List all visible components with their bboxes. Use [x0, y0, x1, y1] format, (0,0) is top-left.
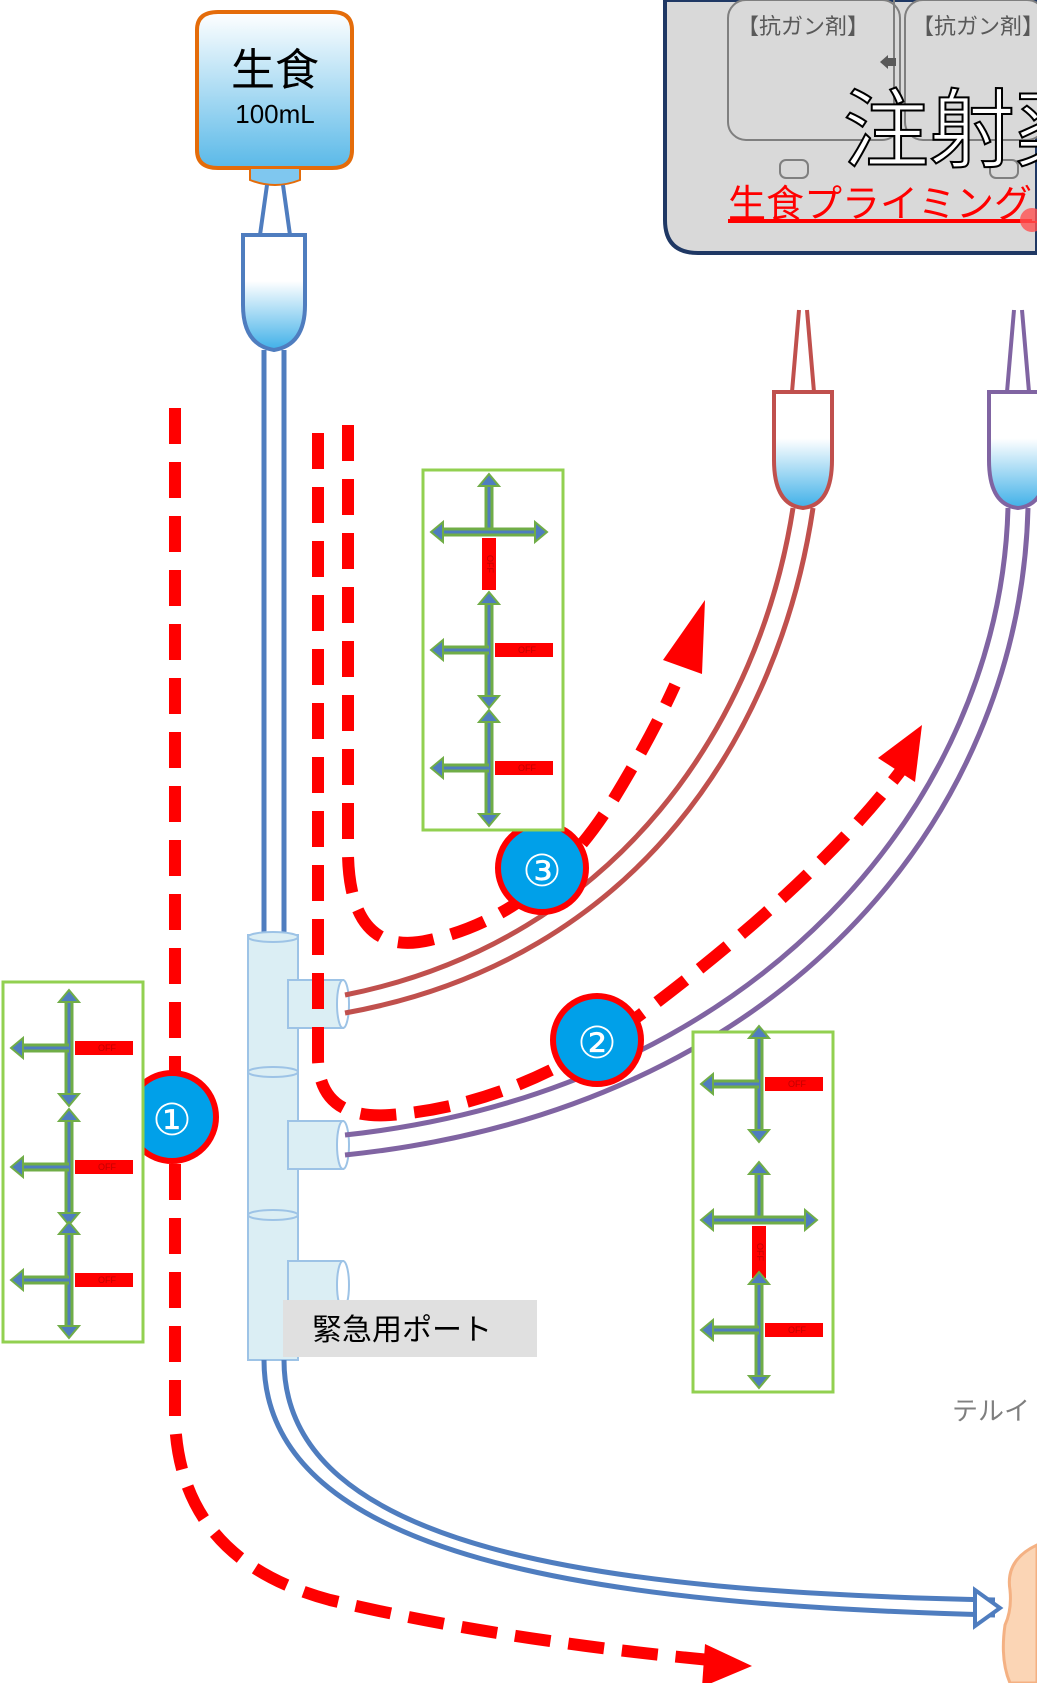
flow-arrow-1: [169, 408, 711, 1666]
emergency-port-label: 緊急用ポート: [312, 1313, 492, 1348]
off-label: OFF: [788, 1079, 806, 1089]
saline-drip-chamber: [241, 184, 307, 353]
step-number-1: ①: [152, 1096, 191, 1145]
outlet-arrowhead: [973, 1586, 1004, 1630]
stopcock-valve: OFF: [9, 1220, 133, 1340]
patient-figure: [1001, 1543, 1037, 1683]
off-handle: [495, 643, 553, 657]
flow-arrow-3: [341, 425, 681, 949]
bag-volume: 100mL: [235, 99, 315, 129]
off-handle: [75, 1160, 133, 1174]
panel-bag-right: [904, 0, 1037, 141]
flow-arrowhead-1: [702, 1644, 752, 1683]
stopcock-valve: OFF: [9, 988, 133, 1108]
off-handle: [482, 538, 496, 590]
flow-arrowhead-3: [663, 600, 705, 674]
stopcock-valve: OFF: [429, 472, 549, 590]
off-label: OFF: [98, 1162, 116, 1172]
off-handle: [495, 761, 553, 775]
stopcock-box-3: OFF OFF OFF: [691, 1024, 835, 1394]
stopcock-valve: OFF: [9, 1107, 133, 1227]
off-handle: [765, 1323, 823, 1337]
off-label: OFF: [98, 1275, 116, 1285]
flow-arrowhead-2: [878, 725, 922, 782]
off-label: OFF: [518, 645, 536, 655]
drug-line-1: [344, 309, 834, 1016]
bag-label: 生食: [231, 45, 319, 96]
off-label: OFF: [485, 555, 495, 573]
emergency-port-label-box: 緊急用ポート: [283, 1300, 537, 1357]
manifold: [247, 931, 350, 1361]
stopcock-boxes: OFF OFF OFF OFF OFF OFF OFF OFF OFF: [1, 468, 835, 1394]
step-number-3: ③: [522, 847, 561, 896]
panel-tab-right: 【抗ガン剤】: [912, 15, 1037, 40]
cropped-label: テルイ: [952, 1397, 1030, 1427]
stopcock-box-2: OFF OFF OFF: [421, 468, 565, 832]
stopcock-valve: OFF: [429, 590, 553, 710]
saline-bag: 生食 100mL: [195, 10, 354, 186]
manifold-port-2: [287, 1120, 350, 1170]
off-handle: [765, 1077, 823, 1091]
panel-bag-left: [727, 0, 901, 141]
step-badge-3: ③: [495, 821, 589, 915]
step-number-2: ②: [577, 1019, 616, 1068]
stopcock-valve: OFF: [429, 708, 553, 828]
panel-title: 注射薬: [843, 81, 1037, 181]
stopcock-valve: OFF: [699, 1270, 823, 1390]
panel-subtitle: 生食プライミング: [728, 182, 1032, 226]
panel-tab-left: 【抗ガン剤】: [737, 15, 869, 40]
drug-line-2: [344, 309, 1037, 1158]
drug-panel: 【抗ガン剤】 【抗ガン剤】 注射薬 生食プライミング: [663, 0, 1037, 255]
off-handle: [752, 1226, 766, 1278]
stopcock-box-1: OFF OFF OFF: [1, 980, 145, 1344]
off-handle: [75, 1041, 133, 1055]
off-handle: [75, 1273, 133, 1287]
off-label: OFF: [98, 1043, 116, 1053]
stopcock-valve: OFF: [699, 1160, 819, 1278]
saline-line: [261, 350, 287, 935]
outlet-line: [261, 1359, 996, 1618]
off-label: OFF: [788, 1325, 806, 1335]
stopcock-valve: OFF: [699, 1024, 823, 1144]
step-badge-2: ②: [550, 993, 644, 1087]
off-label: OFF: [755, 1243, 765, 1261]
arrow-left-icon: [880, 55, 888, 69]
off-label: OFF: [518, 763, 536, 773]
